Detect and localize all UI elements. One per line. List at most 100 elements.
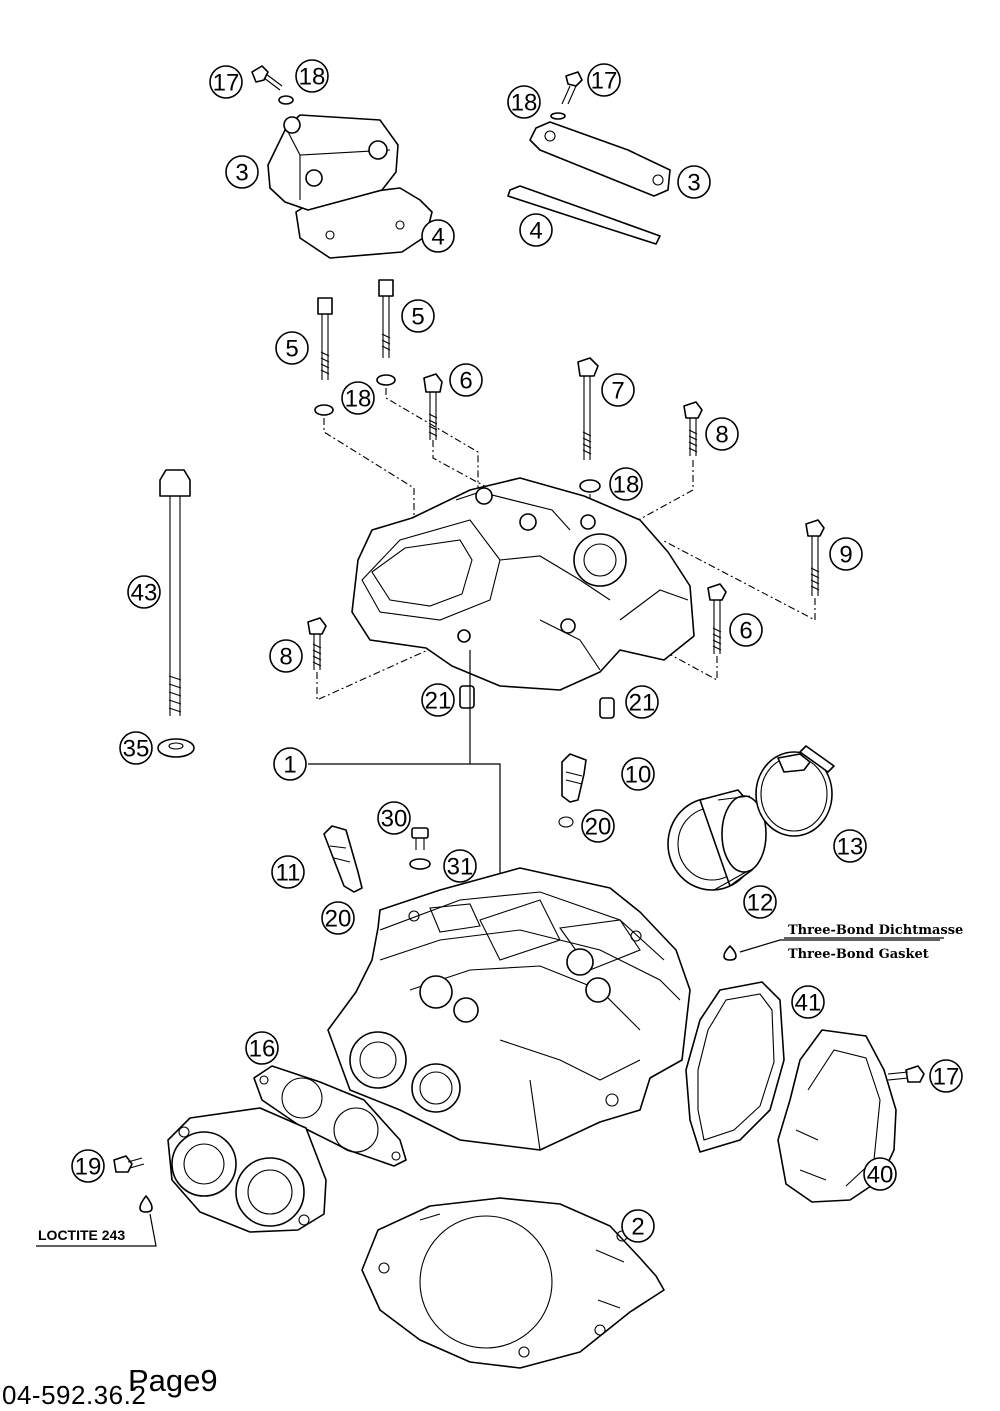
callout-label: 1 [283,752,296,779]
callout-4-top-left: 4 [421,219,455,253]
cylinder-head [327,867,691,1151]
callout-17-top-right: 17 [587,63,621,97]
callouts: 17 18 3 4 17 18 3 4 5 5 18 6 7 18 8 9 43… [71,59,963,1243]
bolt-5-right [378,279,394,358]
callout-8-top: 8 [705,417,739,451]
callout-label: 20 [585,814,612,841]
callout-13: 13 [833,829,867,863]
callout-16: 16 [245,1031,279,1065]
callout-label: 18 [299,64,326,91]
loctite-drop [139,1195,153,1213]
callout-label: 9 [839,542,852,569]
bolt-17-right [887,1065,925,1083]
intake-gasket-16 [253,1065,407,1167]
valve-guide-10 [561,753,587,803]
callout-label: 7 [611,378,624,405]
callout-2: 2 [621,1209,655,1243]
bolt-9 [805,519,825,596]
callout-label: 13 [837,834,864,861]
callout-31: 31 [443,849,477,883]
bolt-8-top [683,401,703,456]
callout-label: 6 [459,368,472,395]
leader-part-1 [308,650,501,880]
leader-sealant [739,939,940,953]
washer-5-right [376,374,396,386]
dowel-21-right [599,697,615,719]
valve-guide-11 [323,825,363,893]
callout-label: 35 [123,736,150,763]
callout-40: 40 [863,1157,897,1191]
bolt-17-top-right [561,71,583,105]
callout-8-left: 8 [269,639,303,673]
callout-label: 6 [739,618,752,645]
note-loctite: LOCTITE 243 [38,1227,125,1243]
callout-label: 10 [625,762,652,789]
bolt-6-top [423,373,443,440]
callout-label: 20 [325,906,352,933]
washer-18-top-left [278,95,294,105]
callout-label: 18 [511,90,538,117]
bolt-5-left [317,297,333,380]
callout-6-top: 6 [449,363,483,397]
callout-19: 19 [71,1149,105,1183]
callout-18-top-left: 18 [295,59,329,93]
callout-5-right: 5 [401,299,435,333]
callout-label: 12 [747,890,774,917]
callout-12: 12 [743,885,777,919]
callout-6-right: 6 [729,613,763,647]
bolt-19 [113,1155,145,1173]
callout-label: 41 [795,990,822,1017]
callout-label: 3 [235,160,248,187]
callout-20-left: 20 [321,901,355,935]
bolt-30 [411,827,429,850]
callout-10: 10 [621,757,655,791]
callout-20-top: 20 [581,809,615,843]
callout-5-left: 5 [275,331,309,365]
callout-label: 8 [715,422,728,449]
washer-35 [157,738,195,758]
intake-boot-12 [667,789,767,891]
callout-9: 9 [829,537,863,571]
callout-label: 30 [381,806,408,833]
washer-31 [409,858,431,870]
bolt-8-left [307,617,327,670]
washer-18-top-right [550,112,566,120]
callout-label: 4 [431,224,444,251]
callout-3-top-right: 3 [677,165,711,199]
callout-label: 5 [411,304,424,331]
callout-label: 2 [631,1214,644,1241]
callout-21-left: 21 [421,683,455,717]
callout-label: 43 [131,580,158,607]
oring-20-top [558,816,574,828]
bolt-6-right [707,583,727,654]
sealant-drop [723,945,737,961]
bolt-7 [577,357,599,460]
callout-18-top-right: 18 [507,85,541,119]
callout-label: 21 [629,690,656,717]
callout-17-top-left: 17 [209,65,243,99]
washer-18-center [579,479,601,493]
callout-18-left: 18 [341,381,375,415]
callout-label: 3 [687,170,700,197]
callout-11: 11 [271,855,305,889]
camshaft-carrier [351,477,695,691]
stud-43 [159,469,191,716]
note-three-bond-de: Three-Bond Dichtmasse [788,923,963,938]
cover-gasket-41 [685,981,785,1153]
callout-18-center: 18 [609,467,643,501]
callout-label: 17 [213,70,240,97]
valve-cover-right [507,121,671,245]
callout-17-right: 17 [929,1059,963,1093]
callout-label: 31 [447,854,474,881]
bolt-17-top-left [251,65,283,91]
callout-label: 8 [279,644,292,671]
callout-label: 19 [75,1154,102,1181]
callout-label: 17 [591,68,618,95]
callout-label: 40 [867,1162,894,1189]
drawing-number: 04-592.36.2 [2,1380,147,1410]
callout-30: 30 [377,801,411,835]
head-gasket-2 [361,1197,665,1369]
callout-label: 16 [249,1036,276,1063]
intake-flange [167,1107,327,1233]
